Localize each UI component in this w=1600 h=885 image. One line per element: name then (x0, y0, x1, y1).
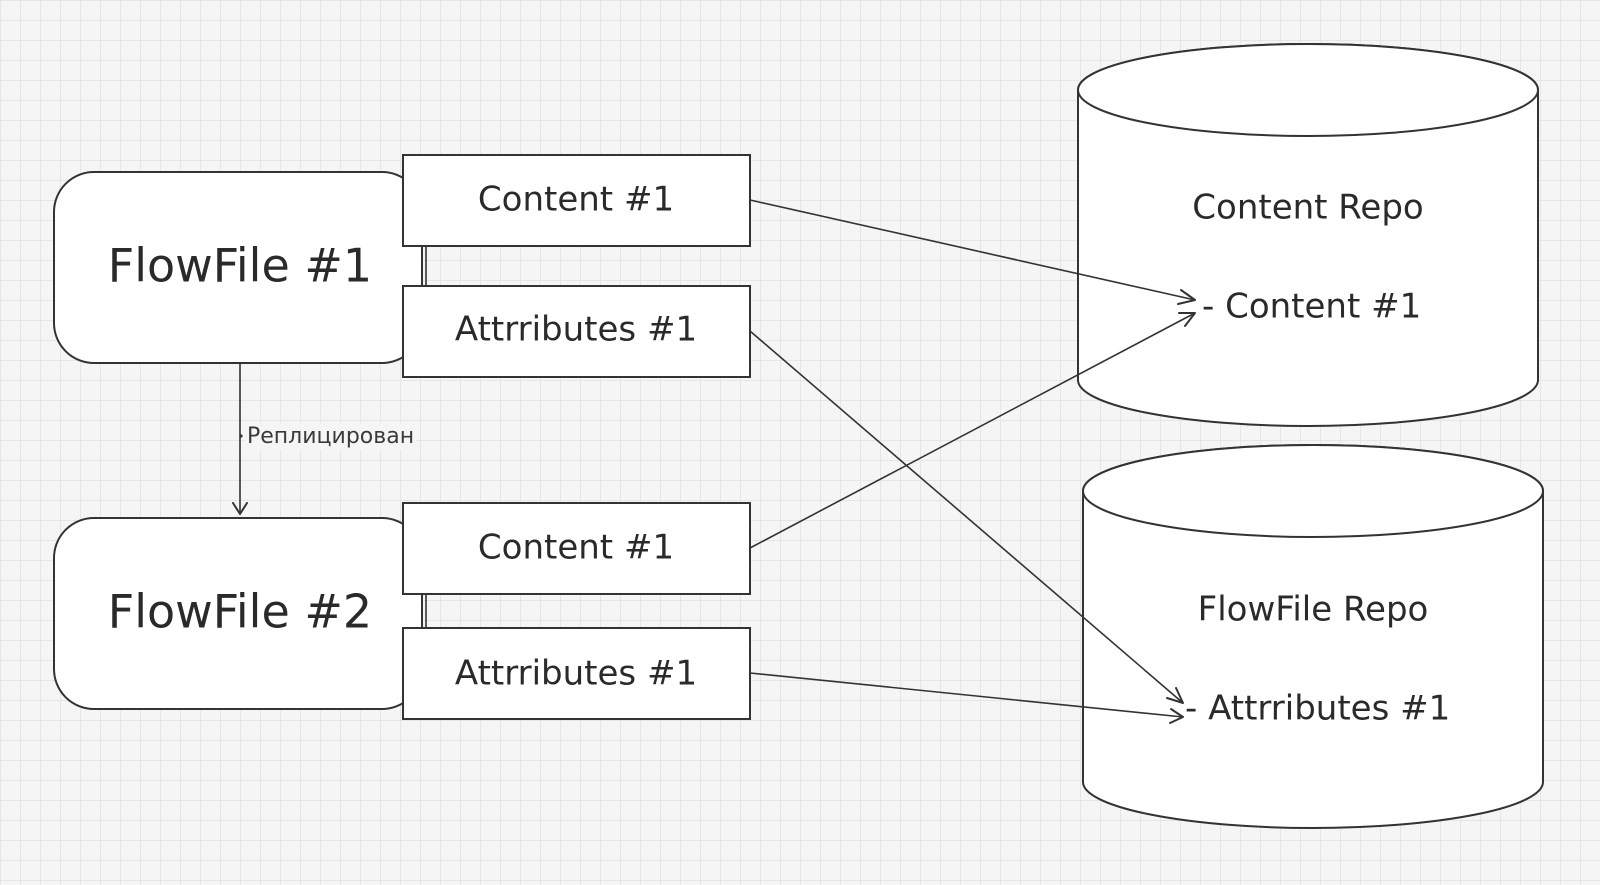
edge-line[interactable] (749, 312, 1196, 549)
edge-arrowhead (1177, 289, 1196, 305)
flowfile-2-group[interactable]: FlowFile #2 Content #1 Attrributes #1 (53, 502, 751, 720)
flowfile-2-node[interactable] (53, 517, 423, 710)
edge-arrowhead (1166, 687, 1184, 704)
edge-line[interactable] (749, 672, 1184, 718)
content-repo-title: Content Repo (1192, 188, 1423, 228)
flowfile-2-content-label: Content #1 (478, 528, 674, 568)
flowfile-1-title: FlowFile #1 (108, 239, 372, 293)
edge-ff2-attributes-to-flowfile-repo[interactable] (749, 672, 1184, 724)
flowfile-2-content-box[interactable] (402, 502, 751, 595)
replication-label-dot (239, 434, 243, 438)
replication-arrowhead (232, 502, 248, 515)
flowfile-1-group[interactable]: FlowFile #1 Content #1 Attrributes #1 (53, 154, 751, 378)
content-repo-top (1077, 43, 1539, 137)
flowfile-repo[interactable]: FlowFile Repo - Attrributes #1 (1082, 444, 1544, 829)
edge-ff1-content-to-content-repo[interactable] (749, 199, 1196, 305)
flowfile-repo-title: FlowFile Repo (1198, 590, 1429, 630)
edge-line[interactable] (749, 330, 1184, 704)
replication-edge[interactable]: Реплицирован (232, 363, 417, 515)
flowfile-repo-item: - Attrributes #1 (1185, 689, 1450, 729)
flowfile-repo-top (1082, 444, 1544, 538)
flowfile-1-attributes-label: Attrributes #1 (455, 310, 697, 350)
edge-ff1-attributes-to-flowfile-repo[interactable] (749, 330, 1184, 704)
edge-arrowhead (1169, 708, 1184, 724)
flowfile-2-attributes-label: Attrributes #1 (455, 654, 697, 694)
edge-arrowhead (1178, 312, 1196, 327)
replication-label: Реплицирован (247, 424, 414, 449)
edge-ff2-content-to-content-repo[interactable] (749, 312, 1196, 549)
flowfile-2-title: FlowFile #2 (108, 585, 372, 639)
content-repo[interactable]: Content Repo - Content #1 (1077, 43, 1539, 427)
flowfile-1-attributes-box[interactable] (402, 285, 751, 378)
flowfile-1-content-label: Content #1 (478, 180, 674, 220)
content-repo-item: - Content #1 (1202, 287, 1421, 327)
flowfile-1-content-box[interactable] (402, 154, 751, 247)
flowfile-1-node[interactable] (53, 171, 423, 364)
edge-line[interactable] (749, 199, 1196, 301)
replication-label-background (245, 423, 417, 450)
